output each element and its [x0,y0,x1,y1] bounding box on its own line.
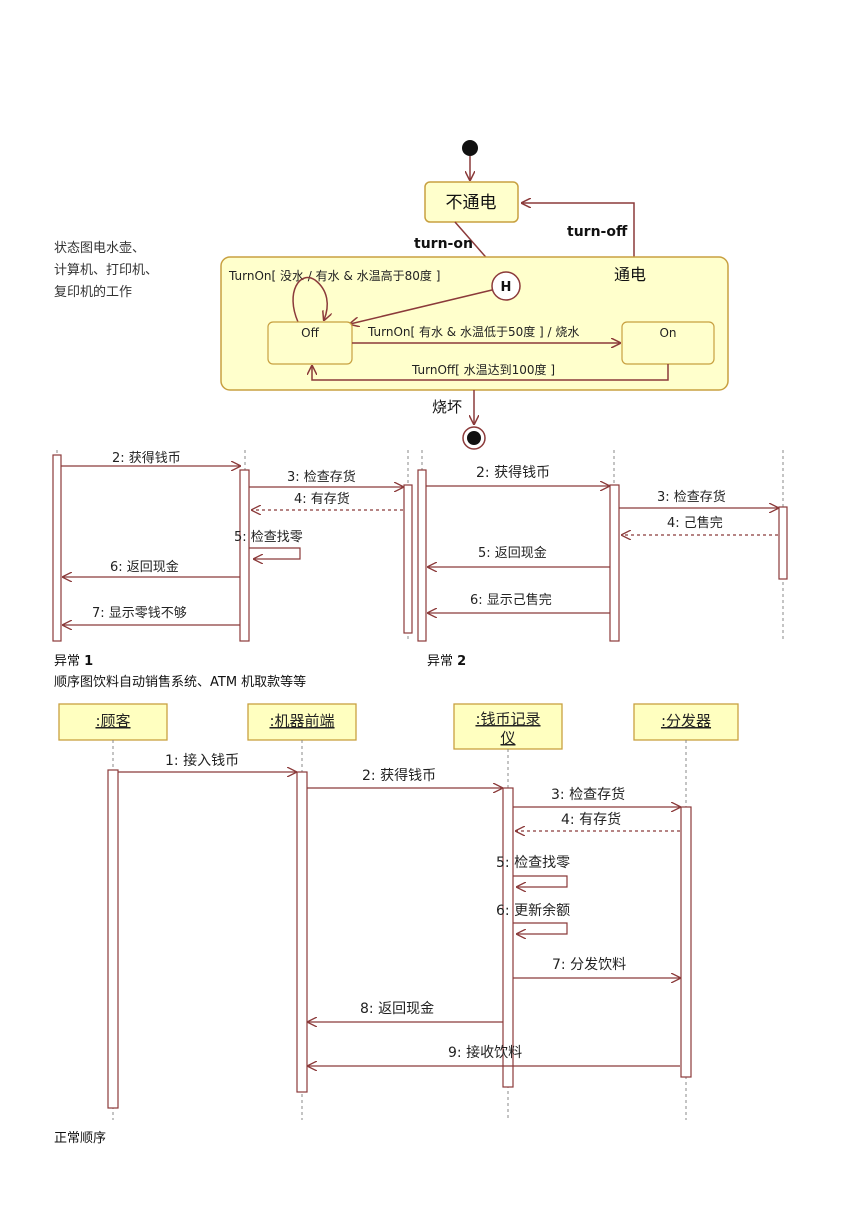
state-diagram-note: 状态图电水壶、 计算机、打印机、 复印机的工作 [54,238,158,304]
state-diagram: 不通电 turn-off turn-on 通电 H TurnOn[ 没水 / 有… [220,140,729,450]
msg-label: 7: 分发饮料 [552,957,626,973]
msg-label: 3: 检查存货 [287,469,356,485]
transition-self-loop [292,277,327,322]
activation-bar [403,484,413,634]
activation-bar [107,769,119,1109]
msg-label: 4: 己售完 [667,515,723,531]
msg-label: 2: 获得钱币 [362,767,436,784]
state-off-label: Off [301,326,319,340]
normal-sequence-caption: 正常顺序 [54,1131,107,1146]
transition-history-to-off [350,289,493,324]
final-node-inner [467,431,481,445]
activation-bar [609,484,620,642]
transition-turn-off [522,203,635,258]
note-line: 状态图电水壶、 [54,241,146,256]
msg-label: 2: 获得钱币 [476,464,550,481]
msg-label: 6: 返回现金 [110,559,179,575]
msg-label: 6: 显示己售完 [470,592,552,608]
object-label: :分发器 [661,712,711,730]
history-label: H [501,280,512,295]
exception1-caption: 异常 1 [54,654,94,669]
msg-label: 4: 有存货 [294,491,350,507]
msg-label: 6: 更新余额 [496,902,570,919]
msg-label: 5: 检查找零 [234,530,303,545]
note-line: 复印机的工作 [54,285,133,300]
msg-label: 3: 检查存货 [657,489,726,505]
burn-label: 烧坏 [432,398,462,416]
msg-label: 8: 返回现金 [360,1001,434,1017]
history-node [491,271,521,301]
on-to-off-label: TurnOff[ 水温达到100度 ] [411,362,555,377]
msg-label: 9: 接收饮料 [448,1044,522,1061]
state-powered-label: 通电 [614,265,646,284]
note-line: 计算机、打印机、 [54,263,159,278]
exception-sequence-diagrams: 2: 获得钱币 3: 检查存货 4: 有存货 5: 检查找零 6: 返回现金 7… [52,450,788,642]
object-label-line2: 仪 [500,729,515,747]
lifeline-head-coin-recorder [453,703,563,750]
sequence-diagram-note: 顺序图饮料自动销售系统、ATM 机取款等等 [54,675,307,690]
object-label: :顾客 [95,712,130,730]
msg-label: 5: 检查找零 [496,855,570,871]
turn-on-label: turn-on [414,236,473,252]
activation-bar [239,469,250,642]
activation-bar [680,806,692,1078]
state-unpowered-label: 不通电 [446,193,497,213]
object-label: :机器前端 [269,712,334,730]
activation-bar [778,506,788,580]
exception2-caption: 异常 2 [427,654,467,669]
msg-label: 3: 检查存货 [551,786,625,803]
msg-label: 1: 接入钱币 [165,752,239,769]
transition-on-to-off [312,364,669,381]
self-loop-label: TurnOn[ 没水 / 有水 & 水温高于80度 ] [228,268,440,283]
state-on-label: On [659,326,676,340]
off-to-on-label: TurnOn[ 有水 & 水温低于50度 ] / 烧水 [367,324,579,339]
activation-bar [296,771,308,1093]
state-unpowered [424,181,519,223]
lifeline-head-customer [58,703,168,741]
turn-off-label: turn-off [567,224,628,240]
activation-bar [52,454,62,642]
initial-node [462,140,478,156]
msg-label: 7: 显示零钱不够 [92,606,187,621]
msg-label: 4: 有存货 [561,811,621,828]
msg-label: 2: 获得钱币 [112,450,181,466]
activation-bar [502,787,514,1088]
lifeline-head-dispenser [633,703,739,741]
normal-sequence-diagram: :顾客 :机器前端 :钱币记录 仪 :分发器 1: 接入钱币 2: 获得钱币 3… [58,703,739,1120]
object-label: :钱币记录 [475,710,540,728]
msg-label: 5: 返回现金 [478,545,547,561]
activation-bar [417,469,427,642]
